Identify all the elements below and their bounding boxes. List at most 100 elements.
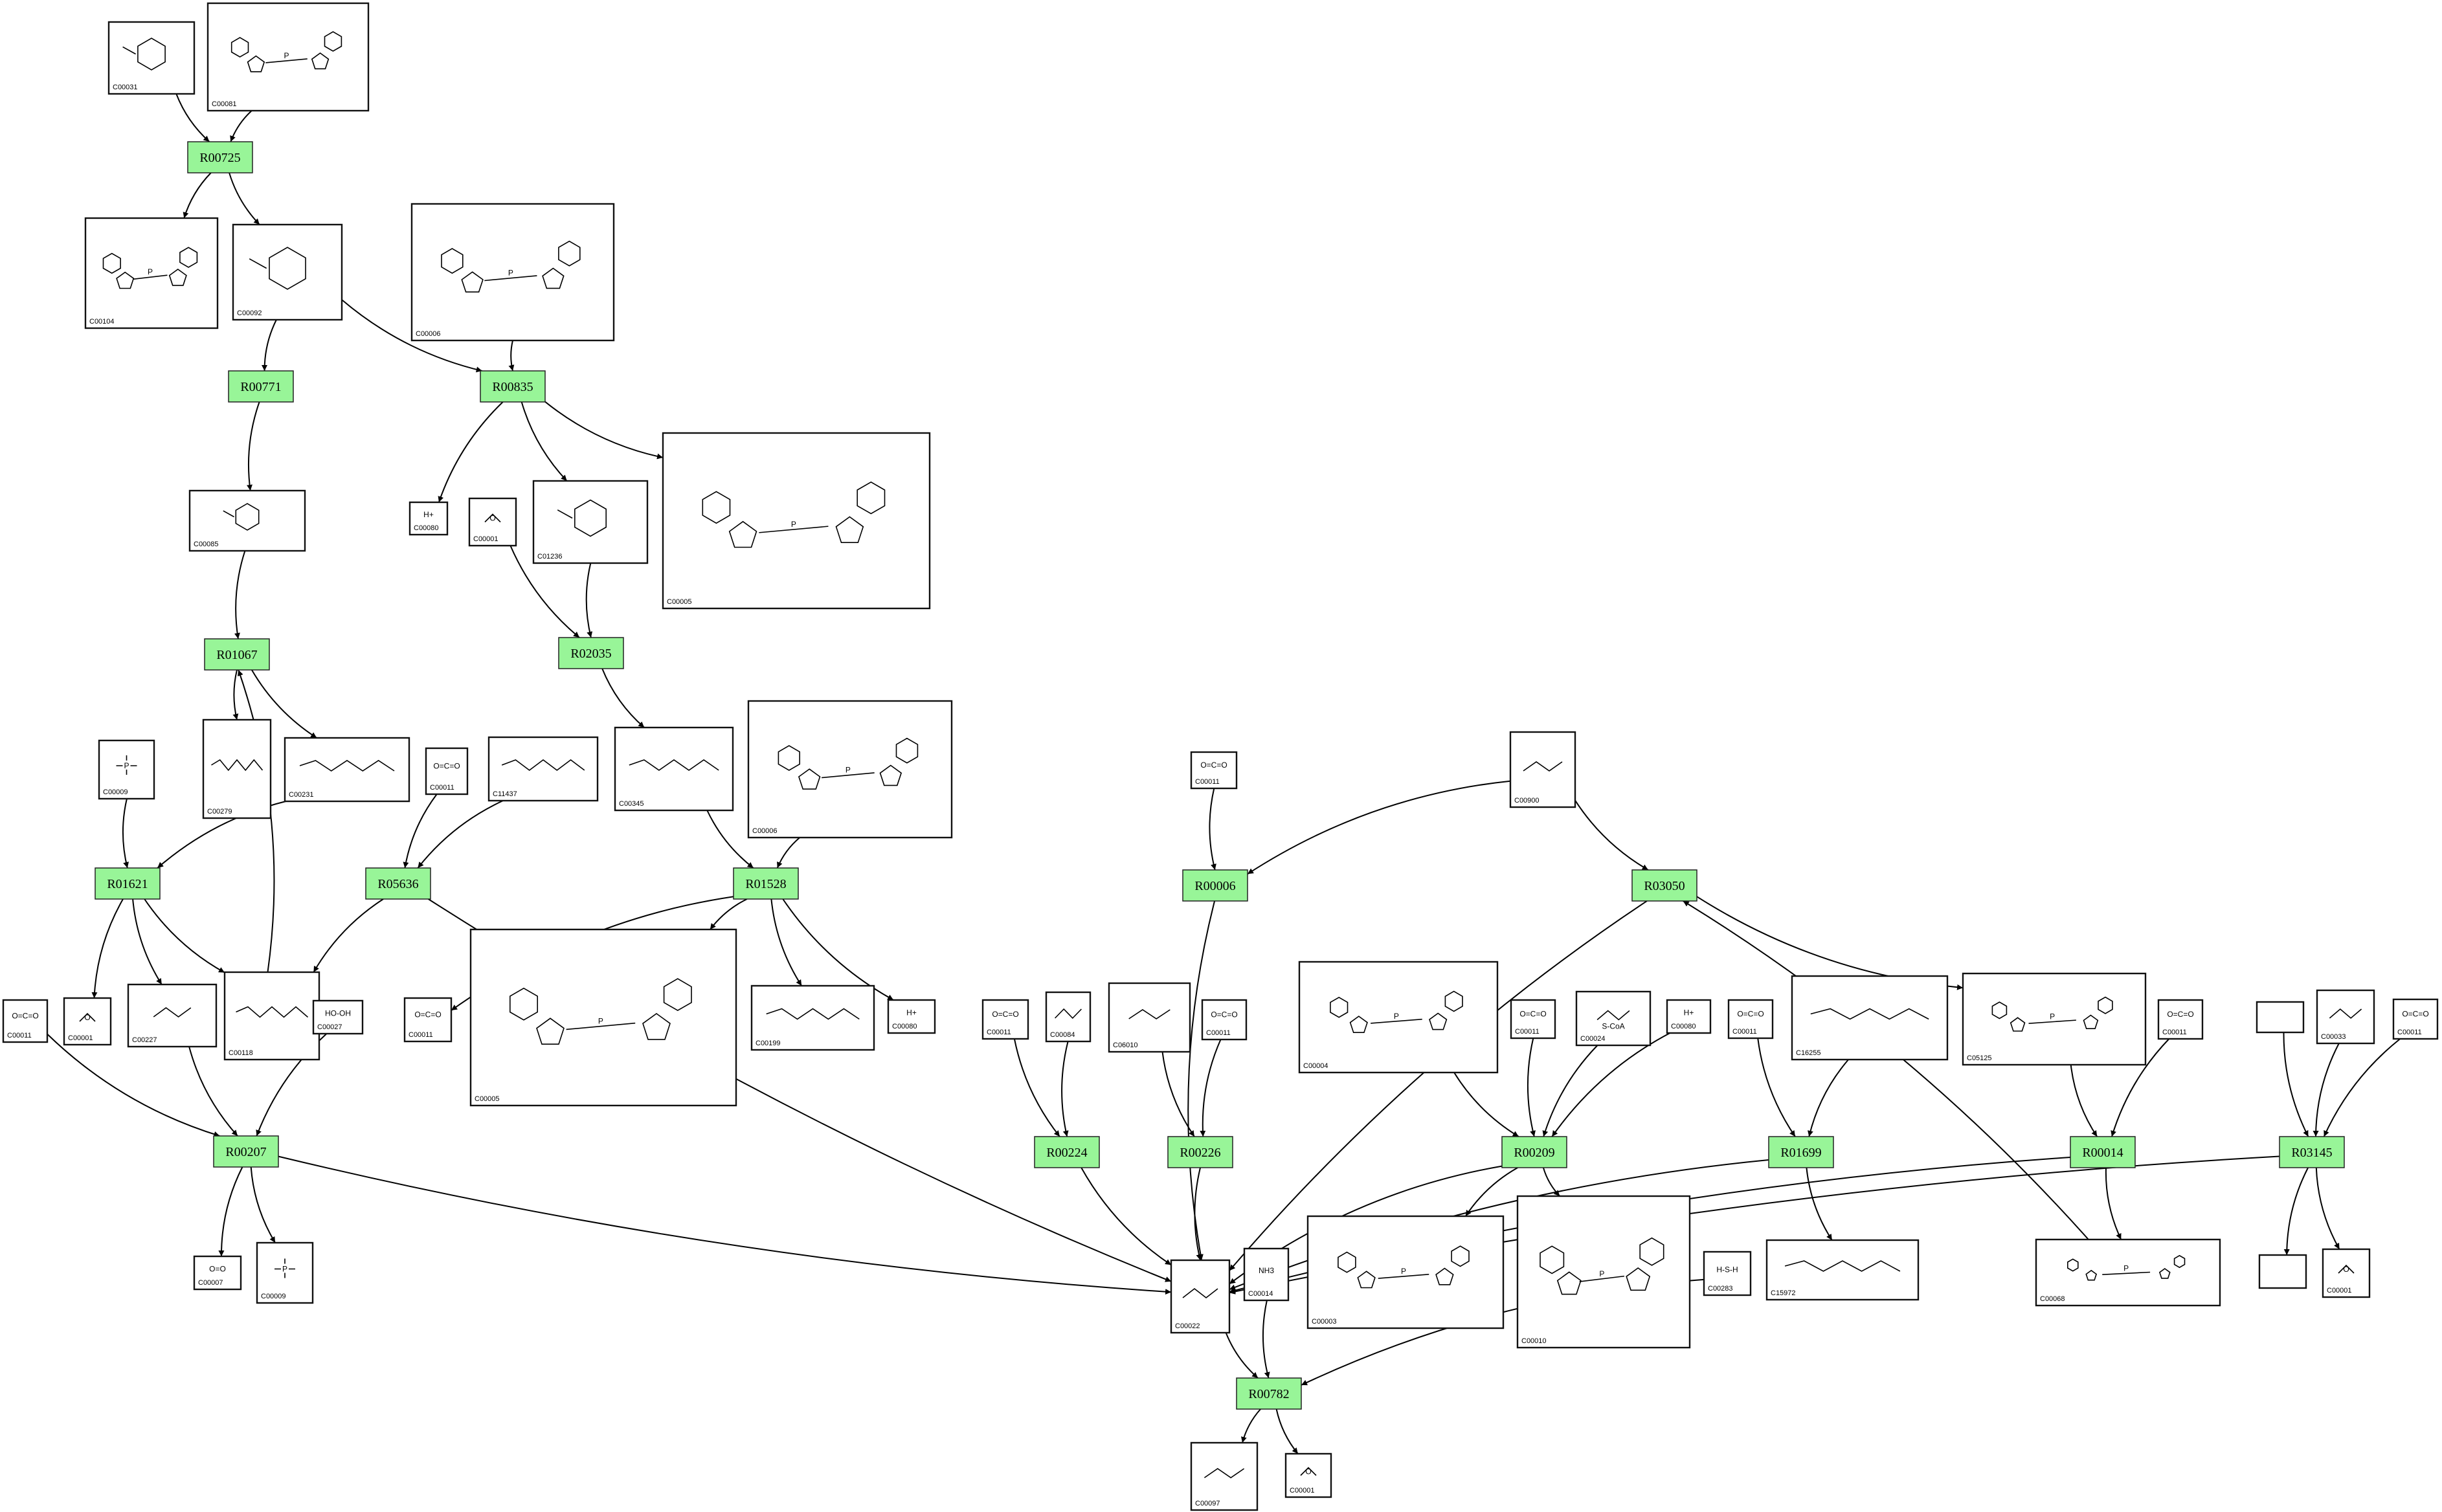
reaction-node-r05636[interactable]: R05636 — [365, 867, 431, 900]
compound-node[interactable]: C00118 — [223, 971, 320, 1061]
edge-C01236-to-R02035 — [585, 562, 593, 638]
compound-node[interactable]: C00084 — [1045, 991, 1092, 1043]
reaction-node-r02035[interactable]: R02035 — [558, 637, 624, 669]
reaction-node-r03050[interactable]: R03050 — [1631, 869, 1697, 902]
edge-R00207-to-C00022 — [278, 1155, 1172, 1295]
compound-box — [1190, 751, 1238, 790]
edge-R03050-to-C05125 — [1696, 896, 1964, 990]
reaction-node-r00224[interactable]: R00224 — [1034, 1136, 1100, 1168]
compound-node[interactable] — [2256, 1001, 2305, 1034]
reaction-node-r03145[interactable]: R03145 — [2279, 1136, 2345, 1168]
hexose-ring-icon — [122, 38, 166, 71]
compound-label: C06010 — [1113, 1041, 1138, 1049]
edge-C00118-to-R01067 — [237, 669, 275, 973]
ammonia-icon: NH3 — [1259, 1266, 1274, 1275]
compound-node[interactable]: H+C00080 — [1666, 999, 1712, 1034]
compound-node[interactable]: O C00001 — [468, 497, 517, 547]
reaction-node-r00725[interactable]: R00725 — [187, 141, 253, 173]
compound-node[interactable]: C00022 — [1170, 1259, 1231, 1334]
compound-box — [468, 497, 517, 547]
svg-text:O: O — [489, 514, 495, 523]
reaction-node-r00226[interactable]: R00226 — [1167, 1136, 1233, 1168]
compound-node[interactable]: C00227 — [127, 983, 218, 1048]
edge-R05636-to-C00118 — [313, 898, 384, 973]
svg-text:H+: H+ — [423, 510, 434, 519]
edge-R00771-to-C00085 — [247, 401, 260, 491]
compound-node[interactable]: C00097 — [1190, 1441, 1259, 1511]
reaction-node-r00207[interactable]: R00207 — [213, 1135, 279, 1168]
reaction-node-r01528[interactable]: R01528 — [733, 867, 799, 900]
compound-box — [750, 984, 875, 1051]
reaction-node-r00835[interactable]: R00835 — [480, 370, 546, 403]
compound-node[interactable]: C00279 — [202, 718, 272, 819]
reaction-node-r00209[interactable]: R00209 — [1501, 1136, 1567, 1168]
reaction-label: R02035 — [570, 647, 611, 661]
co2-icon: O=C=O — [992, 1010, 1018, 1019]
compound-box — [256, 1241, 314, 1304]
compound-node[interactable]: C11437 — [487, 736, 599, 802]
reaction-node-r01067[interactable]: R01067 — [204, 638, 270, 671]
compound-node[interactable]: C00199 — [750, 984, 875, 1051]
reaction-node-r00014[interactable]: R00014 — [2070, 1136, 2136, 1168]
reaction-node-r00771[interactable]: R00771 — [228, 370, 294, 403]
svg-text:O=C=O: O=C=O — [992, 1010, 1018, 1019]
compound-node[interactable]: H+C00080 — [409, 501, 449, 536]
compound-node[interactable]: C00345 — [614, 726, 734, 812]
compound-label: C00024 — [1580, 1035, 1606, 1043]
compound-node[interactable]: C00900 — [1509, 731, 1576, 808]
compound-node[interactable]: C00085 — [188, 489, 306, 552]
reaction-node-r01621[interactable]: R01621 — [95, 867, 161, 900]
compound-box — [1516, 1195, 1691, 1349]
compound-label: C00001 — [473, 535, 498, 543]
compound-node[interactable]: C00033 — [2316, 989, 2375, 1045]
compound-node[interactable]: C00231 — [284, 737, 410, 803]
compound-label: C00006 — [416, 330, 441, 338]
compound-node[interactable] — [2258, 1254, 2307, 1289]
compound-node[interactable]: H+C00080 — [887, 999, 936, 1034]
proton-icon: H+ — [423, 510, 434, 519]
reaction-node-r00006[interactable]: R00006 — [1182, 869, 1248, 902]
edge-C00006a-to-R00835 — [508, 340, 515, 372]
compound-node[interactable]: C00031 — [107, 21, 196, 95]
compound-node[interactable]: C15972 — [1765, 1239, 1920, 1301]
reaction-node-r01699[interactable]: R01699 — [1768, 1136, 1834, 1168]
compound-label: C00009 — [261, 1293, 286, 1300]
compound-node[interactable]: C01236 — [532, 480, 649, 564]
compound-label: C00011 — [2162, 1028, 2187, 1036]
compound-node[interactable]: C06010 — [1108, 982, 1191, 1053]
reaction-node-r00782[interactable]: R00782 — [1236, 1377, 1302, 1410]
compound-node[interactable]: C16255 — [1791, 975, 1949, 1061]
compound-node[interactable]: C00092 — [232, 223, 343, 321]
